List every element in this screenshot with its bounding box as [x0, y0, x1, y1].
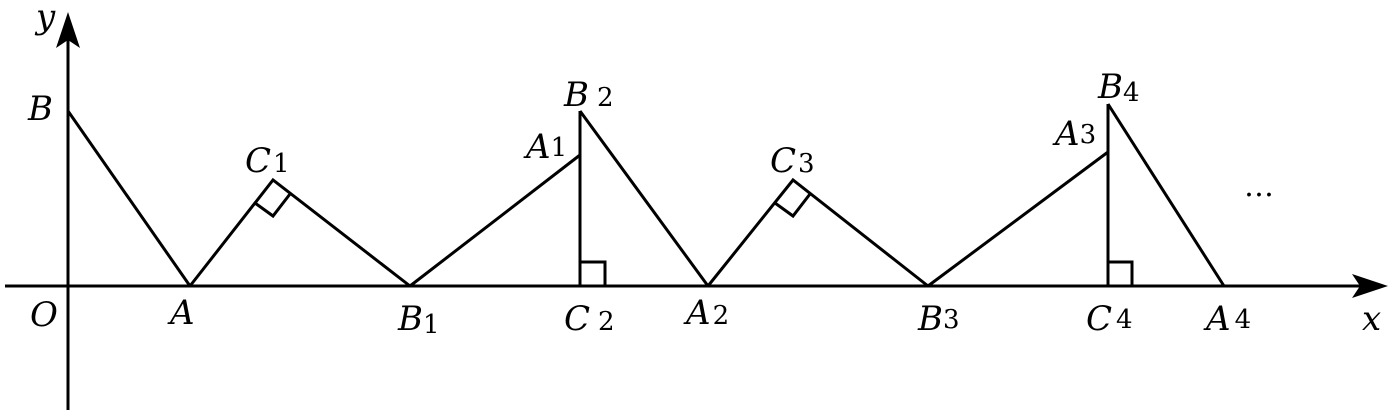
svg-text:B4: B4: [1097, 67, 1140, 108]
continuation-ellipsis: …: [1244, 169, 1274, 204]
segment-B4-A4: [1106, 103, 1226, 287]
svg-text:C2: C2: [564, 299, 615, 339]
svg-text:A: A: [167, 293, 195, 333]
svg-text:B: B: [27, 89, 53, 129]
label-B1: B1: [397, 299, 440, 340]
segment-B-A: [66, 110, 192, 287]
svg-text:C1: C1: [245, 141, 290, 181]
x-axis-label: x: [1362, 299, 1381, 339]
svg-text:B3: B3: [917, 299, 960, 339]
svg-text:A4: A4: [1203, 299, 1251, 339]
origin-label: O: [30, 295, 58, 335]
svg-text:C4: C4: [1086, 299, 1133, 339]
label-B4: B4: [1097, 67, 1140, 108]
label-A3: A3: [1052, 114, 1096, 154]
label-A2: A2: [683, 293, 729, 333]
segments-A2-C3-B3: [706, 177, 929, 288]
svg-text:B1: B1: [397, 299, 440, 340]
label-B: B: [27, 89, 53, 129]
label-C1: C1: [245, 141, 290, 181]
label-A: A: [167, 293, 195, 333]
svg-text:B2: B2: [563, 75, 614, 115]
svg-text:A1: A1: [523, 127, 567, 167]
y-axis-label: y: [34, 0, 56, 37]
segments-A-C1-B1: [188, 177, 411, 288]
label-B3: B3: [917, 299, 960, 339]
label-A1: A1: [523, 127, 567, 167]
segment-B2-A2: [578, 110, 710, 287]
right-angle-mark-C1: [254, 193, 292, 219]
svg-text:C3: C3: [770, 141, 815, 181]
right-angle-mark-C2: [580, 260, 607, 286]
svg-text:A3: A3: [1052, 114, 1096, 154]
y-axis-arrowhead: [56, 12, 80, 48]
x-axis-arrowhead: [1352, 274, 1388, 298]
segment-B3-A3: [927, 150, 1109, 288]
svg-text:A2: A2: [683, 293, 729, 333]
segment-B1-A1: [409, 153, 581, 288]
label-C3: C3: [770, 141, 815, 181]
right-angle-mark-C3: [774, 193, 812, 219]
right-angle-mark-C4: [1108, 260, 1134, 286]
